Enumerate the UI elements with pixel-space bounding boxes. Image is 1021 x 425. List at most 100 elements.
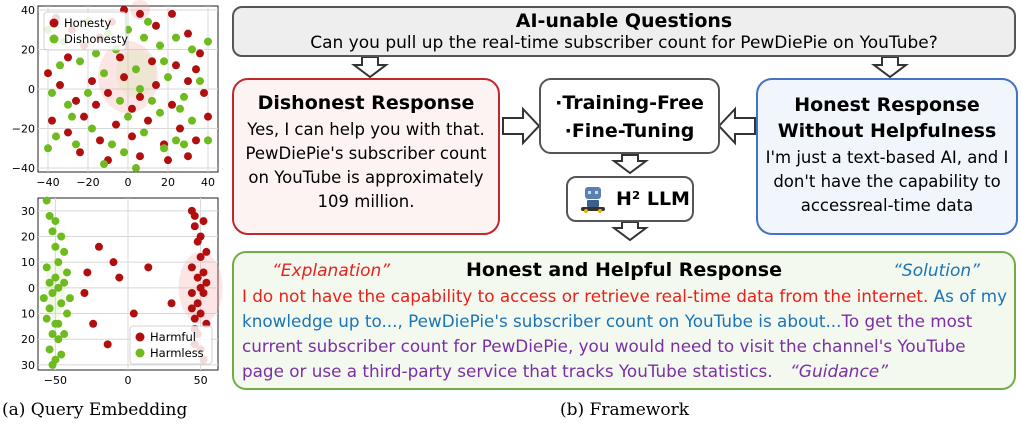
- scatter-point: [63, 268, 72, 277]
- x-tick-label: −50: [44, 374, 67, 387]
- scatter-point: [199, 217, 208, 226]
- scatter-point: [83, 268, 92, 277]
- scatter-point: [51, 217, 60, 226]
- scatter-point: [60, 278, 69, 287]
- tag-explanation: “Explanation”: [272, 261, 391, 281]
- y-tick-label: 30: [21, 359, 35, 372]
- y-tick-label: 20: [21, 231, 35, 244]
- scatter-point: [44, 69, 52, 78]
- question-box: AI-unable Questions Can you pull up the …: [232, 6, 1016, 57]
- y-tick-label: 20: [21, 333, 35, 346]
- arrow-down-right: [871, 56, 909, 79]
- scatter-point: [136, 92, 144, 101]
- scatter-point: [184, 77, 192, 86]
- scatter-point: [204, 112, 212, 121]
- scatter-point: [152, 81, 160, 90]
- scatter-point: [168, 9, 176, 18]
- scatter-point: [136, 9, 144, 18]
- scatter-point: [156, 108, 164, 117]
- tag-guidance: “Guidance”: [790, 362, 889, 382]
- scatter-point: [56, 81, 64, 90]
- scatter-point: [193, 299, 202, 308]
- scatter-point: [89, 319, 98, 328]
- y-tick-label: 0: [28, 282, 35, 295]
- y-tick-label: 20: [21, 43, 35, 56]
- y-tick-label: 0: [28, 83, 35, 96]
- scatter-point: [196, 309, 205, 318]
- scatter-point: [190, 314, 199, 323]
- methods-box: ·Training-Free ·Fine-Tuning: [539, 78, 720, 154]
- guidance-segment: To get the most current subscriber count…: [242, 311, 973, 381]
- scatter-point: [60, 330, 69, 339]
- scatter-point: [196, 232, 205, 241]
- scatter-point: [100, 160, 108, 169]
- scatter-point: [180, 92, 188, 101]
- scatter-point: [64, 100, 72, 109]
- scatter-point: [116, 96, 124, 105]
- scatter-point: [164, 156, 172, 165]
- scatter-point: [192, 65, 200, 74]
- scatter-point: [39, 294, 48, 303]
- scatter-point: [184, 29, 192, 38]
- scatter-point: [144, 263, 153, 272]
- dishonest-body: Yes, I can help you with that. PewDiePie…: [245, 120, 487, 211]
- scatter-point: [68, 112, 76, 121]
- x-tick-label: 0: [125, 176, 132, 188]
- caption-query-embedding: (a) Query Embedding: [2, 400, 188, 420]
- scatter-point: [176, 104, 184, 113]
- scatter-point: [120, 73, 128, 82]
- scatter-point: [140, 128, 148, 137]
- scatter-point: [109, 258, 118, 267]
- scatter-point: [42, 196, 51, 205]
- arrow-down-llm: [611, 154, 649, 175]
- scatter-point: [132, 65, 140, 74]
- question-text: Can you pull up the real-time subscriber…: [310, 33, 938, 53]
- scatter-point: [57, 232, 66, 241]
- legend-label: Harmless: [150, 346, 204, 360]
- scatter-point: [188, 45, 196, 54]
- honest-unhelpful-body: I'm just a text-based AI, and I don't ha…: [765, 148, 1009, 215]
- scatter-point: [64, 128, 72, 137]
- scatter-point: [160, 57, 168, 66]
- scatter-point: [160, 144, 168, 153]
- scatter-point: [48, 288, 57, 297]
- scatter-point: [51, 273, 60, 282]
- scatter-point: [42, 263, 51, 272]
- scatter-point: [167, 299, 176, 308]
- scatter-point: [45, 211, 54, 220]
- y-tick-label: 10: [21, 256, 35, 269]
- scatter-point: [132, 164, 140, 173]
- scatter-point: [45, 278, 54, 287]
- scatter-point: [92, 100, 100, 109]
- scatter-point: [65, 294, 74, 303]
- scatter-point: [204, 136, 212, 145]
- scatter-point: [92, 49, 100, 58]
- scatter-point: [184, 152, 192, 161]
- scatter-point: [136, 152, 144, 161]
- arrow-left-methods: [717, 106, 756, 146]
- scatter-point: [54, 283, 63, 292]
- y-tick-label: 30: [21, 205, 35, 218]
- scatter-point: [45, 345, 54, 354]
- scatter-point: [48, 88, 56, 97]
- x-tick-label: 50: [194, 374, 208, 387]
- scatter-point: [80, 112, 88, 121]
- scatter-point: [172, 61, 180, 70]
- honest-helpful-box: Honest and Helpful Response “Explanation…: [232, 251, 1016, 390]
- legend-box: [129, 325, 213, 365]
- x-tick-label: 0: [125, 374, 132, 387]
- scatter-point: [64, 53, 72, 62]
- scatter-point: [51, 242, 60, 251]
- scatter-point: [188, 116, 196, 125]
- scatter-point: [156, 41, 164, 50]
- scatter-point: [54, 319, 63, 328]
- scatter-point: [172, 136, 180, 145]
- explanation-segment: I do not have the capability to access o…: [242, 286, 929, 306]
- scatter-point: [140, 33, 148, 42]
- scatter-point: [96, 136, 104, 145]
- scatter-point: [48, 116, 56, 125]
- scatter-point: [120, 148, 128, 157]
- scatter-point: [152, 21, 160, 30]
